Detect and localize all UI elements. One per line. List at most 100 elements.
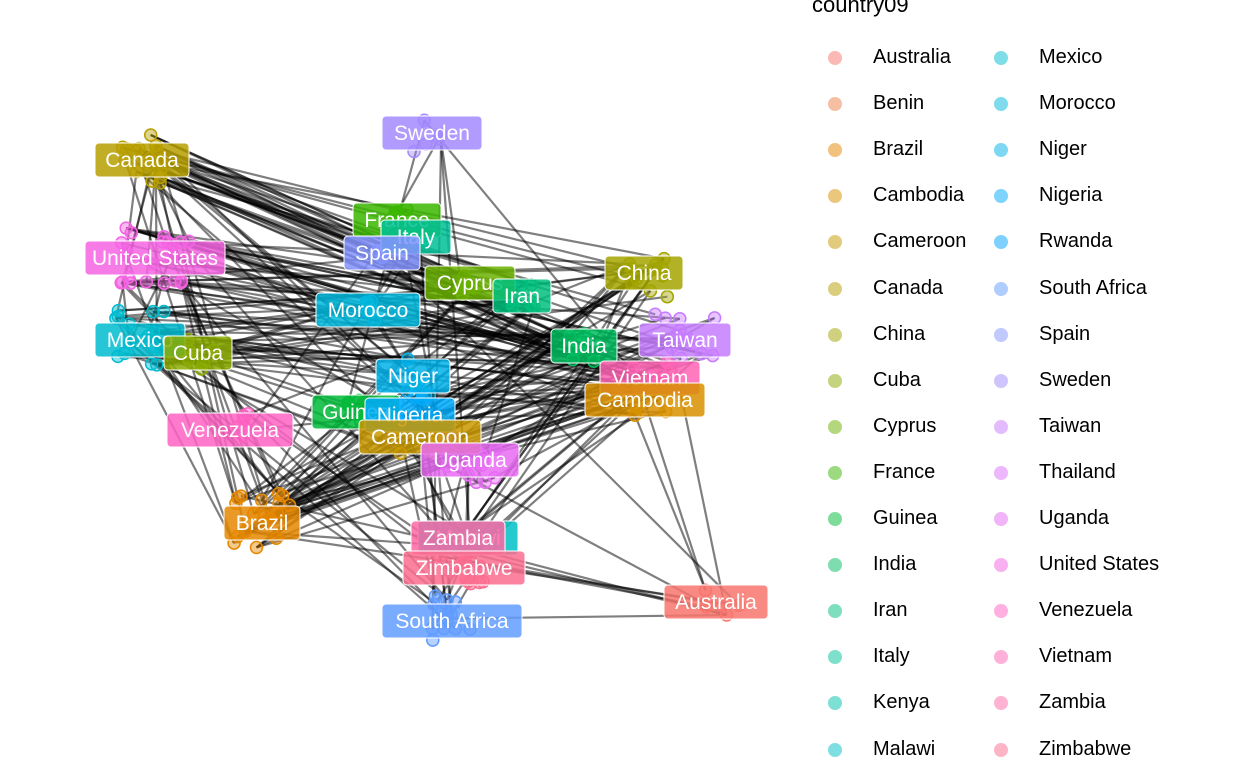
node-united-states [157,276,172,291]
edge [282,494,452,615]
label-text: Zambia [423,527,493,550]
legend-label: Guinea [873,507,938,529]
node-uganda [478,475,492,489]
legend-swatch [994,189,1008,204]
legend-item-morocco: Morocco [978,92,1178,116]
legend-item-cyprus: Cyprus [812,415,1012,439]
label-canada: Canada [94,142,190,178]
label-box [550,328,618,364]
label-text: India [561,335,607,358]
label-niger: Niger [375,358,451,394]
legend-swatch [828,696,842,711]
legend-swatch [994,512,1008,526]
legend-item-rwanda: Rwanda [978,230,1178,254]
legend-item-cuba: Cuba [812,369,1012,393]
legend-swatch [994,373,1008,388]
legend-label: Zimbabwe [1039,737,1132,760]
legend-swatch [994,650,1008,665]
legend-title: country09 [812,0,909,17]
node-mexico [157,304,171,319]
edge [159,182,190,242]
label-south-africa: South Africa [381,603,523,639]
legend-item-india: India [812,553,1012,577]
legend-label: Spain [1039,322,1091,345]
label-box [584,382,706,418]
edge [118,287,475,312]
legend-label: Zambia [1039,691,1106,714]
legend-item-guinea: Guinea [812,507,1012,531]
legend-item-zimbabwe: Zimbabwe [978,738,1178,762]
legend-swatch [828,189,842,204]
legend-label: Taiwan [1039,414,1102,437]
edge [396,138,440,213]
legend-item-sweden: Sweden [978,369,1178,393]
legend-swatch [994,558,1008,573]
node-mexico [144,357,159,371]
legend-swatch [994,235,1008,250]
label-text: Spain [355,242,409,265]
label-text: Brazil [236,512,289,535]
label-australia: Australia [663,584,769,620]
legend-swatch [994,97,1008,112]
legend-label: Australia [873,46,951,68]
legend-label: Vietnam [1039,645,1113,668]
label-sweden: Sweden [381,115,483,151]
label-text: Cambodia [597,389,693,412]
label-box [492,278,552,314]
edge [122,146,532,286]
edge [444,263,631,439]
legend-swatch [828,281,842,296]
legend-item-benin: Benin [812,92,1012,116]
label-cuba: Cuba [163,335,233,371]
label-text: Canada [105,149,179,172]
legend-label: Venezuela [1039,599,1133,622]
label-text: Iran [504,285,540,308]
label-spain: Spain [343,235,421,271]
legend-label: France [873,460,936,483]
label-box [420,442,520,478]
node-mexico [146,304,160,319]
legend-swatch [828,465,842,480]
label-box [94,142,190,178]
node-united-states [115,275,130,289]
legend-swatch [828,419,842,434]
legend-label: India [873,553,917,576]
legend-label: Rwanda [1039,230,1113,253]
legend-label: China [873,322,926,345]
label-text: Taiwan [652,329,717,352]
legend-swatch [994,51,1008,65]
legend-item-brazil: Brazil [812,138,1012,162]
edge [439,134,472,549]
label-text: Mexico [107,329,174,352]
label-box [663,584,769,620]
node-taiwan [648,307,662,322]
legend-item-niger: Niger [978,138,1178,162]
label-uganda: Uganda [420,442,520,478]
label-text: Niger [388,365,438,388]
label-brazil: Brazil [223,505,301,541]
edge [156,149,532,286]
edge [425,317,666,397]
legend-label: Benin [873,92,925,115]
legend-item-canada: Canada [812,277,1012,301]
legend-swatch [828,327,842,342]
legend-item-united-states: United States [978,553,1178,577]
label-box [315,292,421,328]
legend-swatch [828,604,842,619]
legend-label: Kenya [873,691,930,714]
edge [384,252,740,607]
legend-item-thailand: Thailand [978,461,1178,485]
legend-item-cameroon: Cameroon [812,230,1012,254]
edge [121,146,399,430]
label-zambia: Zambia [410,520,506,556]
label-text: Uganda [433,449,507,472]
legend-label: Cameroon [873,230,967,253]
label-text: South Africa [395,610,509,633]
node-united-states [174,275,188,290]
legend-label: Sweden [1039,368,1112,391]
legend-label: Brazil [873,138,924,161]
legend-swatch [994,465,1008,480]
legend-label: South Africa [1039,276,1147,299]
legend-label: Mexico [1039,46,1103,68]
